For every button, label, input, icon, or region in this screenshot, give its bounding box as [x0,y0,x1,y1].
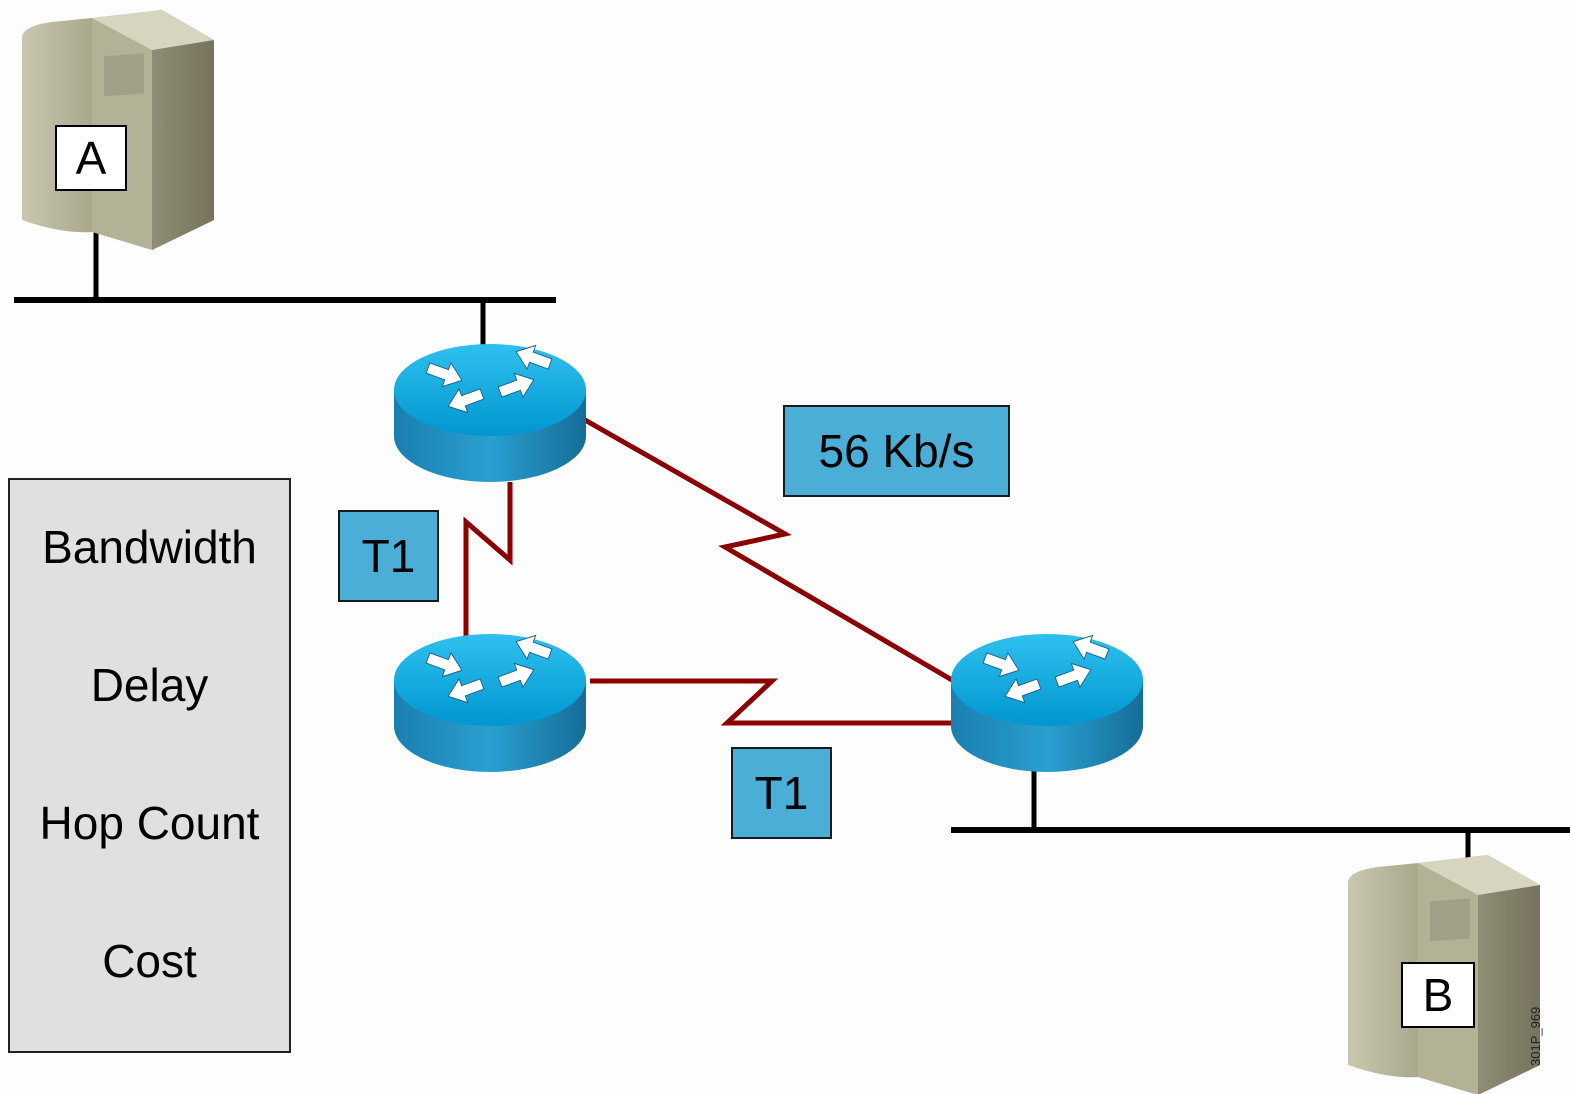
server-a-label: A [55,125,127,191]
link-label-t1-vertical: T1 [338,510,439,602]
metric-bandwidth: Bandwidth [42,521,257,573]
lan-top [14,220,556,350]
router-right [951,629,1143,772]
routing-metrics-panel: Bandwidth Delay Hop Count Cost [8,478,291,1053]
server-b-label: B [1401,962,1475,1028]
server-b [1348,855,1540,1094]
link-t1-horizontal [590,678,952,726]
router-top [394,339,586,482]
link-label-56kbps: 56 Kb/s [783,405,1010,497]
metric-hop-count: Hop Count [39,797,260,849]
router-bottom-left [394,629,586,772]
link-56kbps [583,417,954,683]
metric-cost: Cost [102,935,197,987]
metric-delay: Delay [90,659,209,711]
lan-bottom [951,770,1570,870]
link-t1-vertical [463,482,513,640]
figure-id: 301P_969 [1528,1006,1543,1066]
link-label-t1-horizontal: T1 [731,747,832,839]
